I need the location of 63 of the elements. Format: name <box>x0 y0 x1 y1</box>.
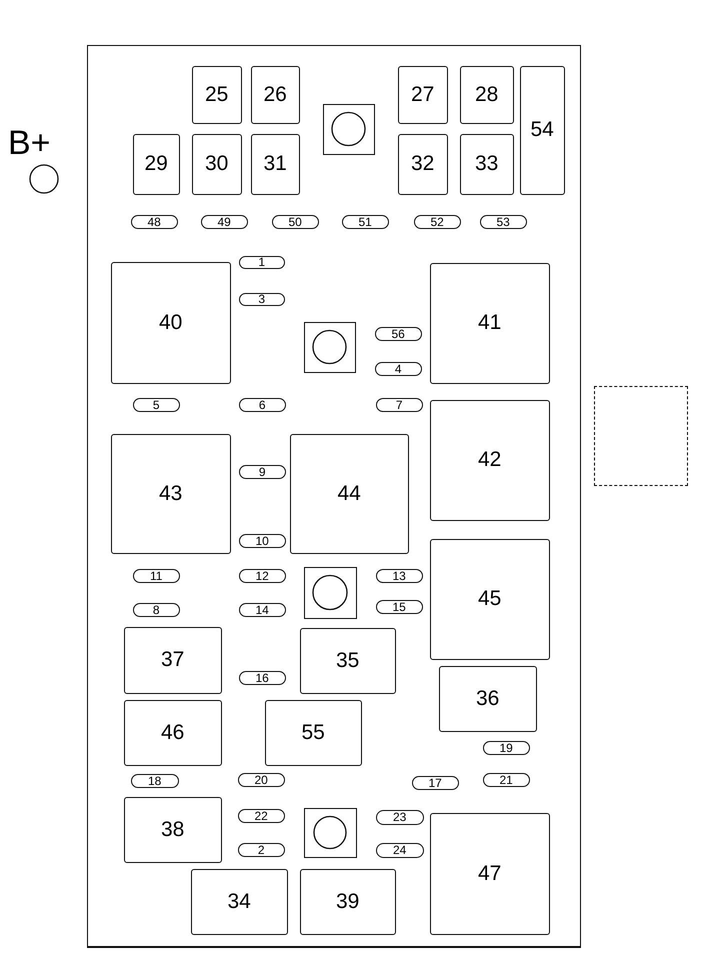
relay-block: 45 <box>430 538 550 660</box>
fuse: 1 <box>238 256 285 269</box>
fuse: 49 <box>200 214 248 229</box>
relay-block: 47 <box>430 812 550 935</box>
fuse: 20 <box>238 772 285 787</box>
relay-block: 37 <box>124 626 222 694</box>
fuse: 19 <box>482 740 530 755</box>
fuse: 6 <box>238 398 286 412</box>
relay-block: 41 <box>430 262 550 384</box>
fuse: 13 <box>376 568 423 583</box>
relay-block: 27 <box>398 66 448 124</box>
relay-block: 40 <box>110 262 231 384</box>
fuse: 51 <box>342 214 389 229</box>
fuse: 9 <box>238 464 286 479</box>
fuse: 23 <box>376 810 424 825</box>
fuse: 21 <box>482 772 530 787</box>
fuse: 52 <box>414 214 461 229</box>
relay-block: 34 <box>190 868 288 935</box>
fuse: 48 <box>130 214 178 229</box>
fuse: 5 <box>132 398 180 412</box>
mounting-bolt <box>322 104 375 155</box>
fuse: 8 <box>132 602 180 617</box>
relay-block: 31 <box>250 134 300 195</box>
relay-block: 54 <box>520 66 565 195</box>
mounting-bolt <box>304 808 357 858</box>
fuse: 17 <box>412 776 459 790</box>
mounting-bolt <box>304 566 357 619</box>
relay-block: 26 <box>250 66 300 124</box>
fuse: 24 <box>376 842 424 858</box>
fuse: 7 <box>376 398 423 412</box>
fuse: 12 <box>238 568 286 583</box>
terminal-label: B+ <box>8 126 51 160</box>
fuse: 10 <box>238 534 286 548</box>
fuse: 16 <box>238 670 286 685</box>
relay-block: 46 <box>124 700 222 766</box>
fuse: 56 <box>374 326 422 341</box>
relay-block: 30 <box>192 134 242 195</box>
relay-block: 44 <box>290 434 409 554</box>
fuse-box-panel <box>87 45 581 948</box>
fuse: 2 <box>238 842 285 857</box>
relay-block: 29 <box>132 134 180 195</box>
relay-block: 28 <box>460 66 514 124</box>
fuse: 4 <box>374 362 422 376</box>
dashed-outline <box>594 386 688 486</box>
fuse: 18 <box>130 774 179 788</box>
relay-block: 42 <box>430 400 550 521</box>
relay-block: 32 <box>398 134 448 195</box>
fuse: 11 <box>132 568 180 583</box>
mounting-bolt <box>304 322 356 373</box>
fuse: 22 <box>238 808 285 823</box>
relay-block: 33 <box>460 134 514 195</box>
relay-block: 36 <box>438 666 537 732</box>
relay-block: 55 <box>264 700 362 766</box>
fuse: 53 <box>480 214 527 229</box>
relay-block: 43 <box>110 434 231 554</box>
relay-block: 38 <box>124 796 222 863</box>
relay-block: 39 <box>300 868 396 935</box>
relay-block: 25 <box>192 66 242 124</box>
fuse: 50 <box>272 214 319 229</box>
fuse: 3 <box>238 292 285 306</box>
fuse: 14 <box>238 602 286 617</box>
fuse: 15 <box>376 600 423 614</box>
relay-block: 35 <box>300 628 396 694</box>
